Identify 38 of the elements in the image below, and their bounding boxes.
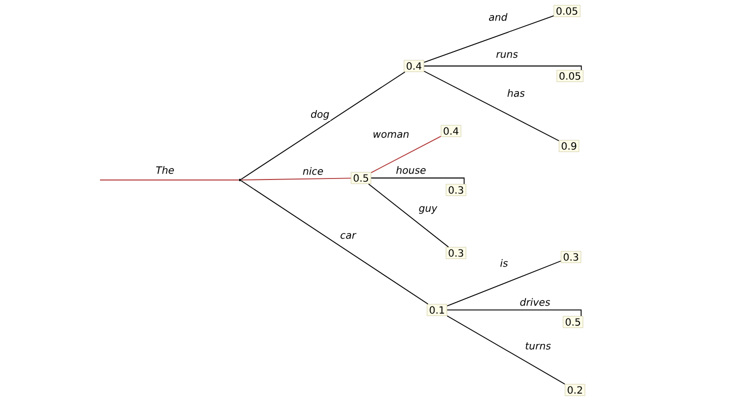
- edge-label: drives: [518, 297, 552, 307]
- edge-label: is: [499, 258, 509, 268]
- branch-line: [240, 180, 428, 304]
- edge-label: nice: [302, 166, 324, 176]
- branch-line: [240, 72, 406, 180]
- probability-box: 0.4: [404, 60, 424, 72]
- branch-line: [424, 66, 582, 70]
- branch-line: [370, 136, 442, 174]
- branch-line: [368, 184, 449, 248]
- branch-line: [446, 315, 566, 385]
- edge-label: turns: [524, 341, 552, 351]
- edge-label: has: [506, 88, 526, 98]
- branch-line: [241, 178, 352, 180]
- edge-label: The: [154, 165, 176, 175]
- probability-box: 0.3: [446, 247, 466, 259]
- probability-box: 0.4: [440, 125, 462, 137]
- probability-box: 0.3: [560, 251, 582, 263]
- probability-box: 0.3: [446, 184, 466, 196]
- probability-box: 0.5: [350, 172, 372, 184]
- branch-line: [446, 310, 582, 316]
- branch-line: [424, 70, 560, 142]
- edge-label: house: [394, 165, 428, 175]
- probability-box: 0.1: [426, 304, 448, 316]
- probability-box: 0.9: [558, 140, 580, 152]
- branch-line: [446, 260, 562, 306]
- probability-box: 0.05: [556, 70, 584, 82]
- probability-box: 0.5: [562, 316, 584, 328]
- branch-line: [424, 15, 554, 63]
- edge-label: dog: [310, 109, 330, 121]
- edge-label: woman: [372, 131, 410, 139]
- edge-label: runs: [495, 51, 519, 59]
- edge-label: car: [339, 232, 357, 240]
- probability-box: 0.05: [554, 5, 580, 17]
- branch-line: [370, 178, 465, 184]
- probability-box: 0.2: [564, 384, 586, 396]
- edge-label: and: [488, 12, 508, 22]
- branch-point: [238, 178, 242, 182]
- edge-label: guy: [418, 205, 438, 215]
